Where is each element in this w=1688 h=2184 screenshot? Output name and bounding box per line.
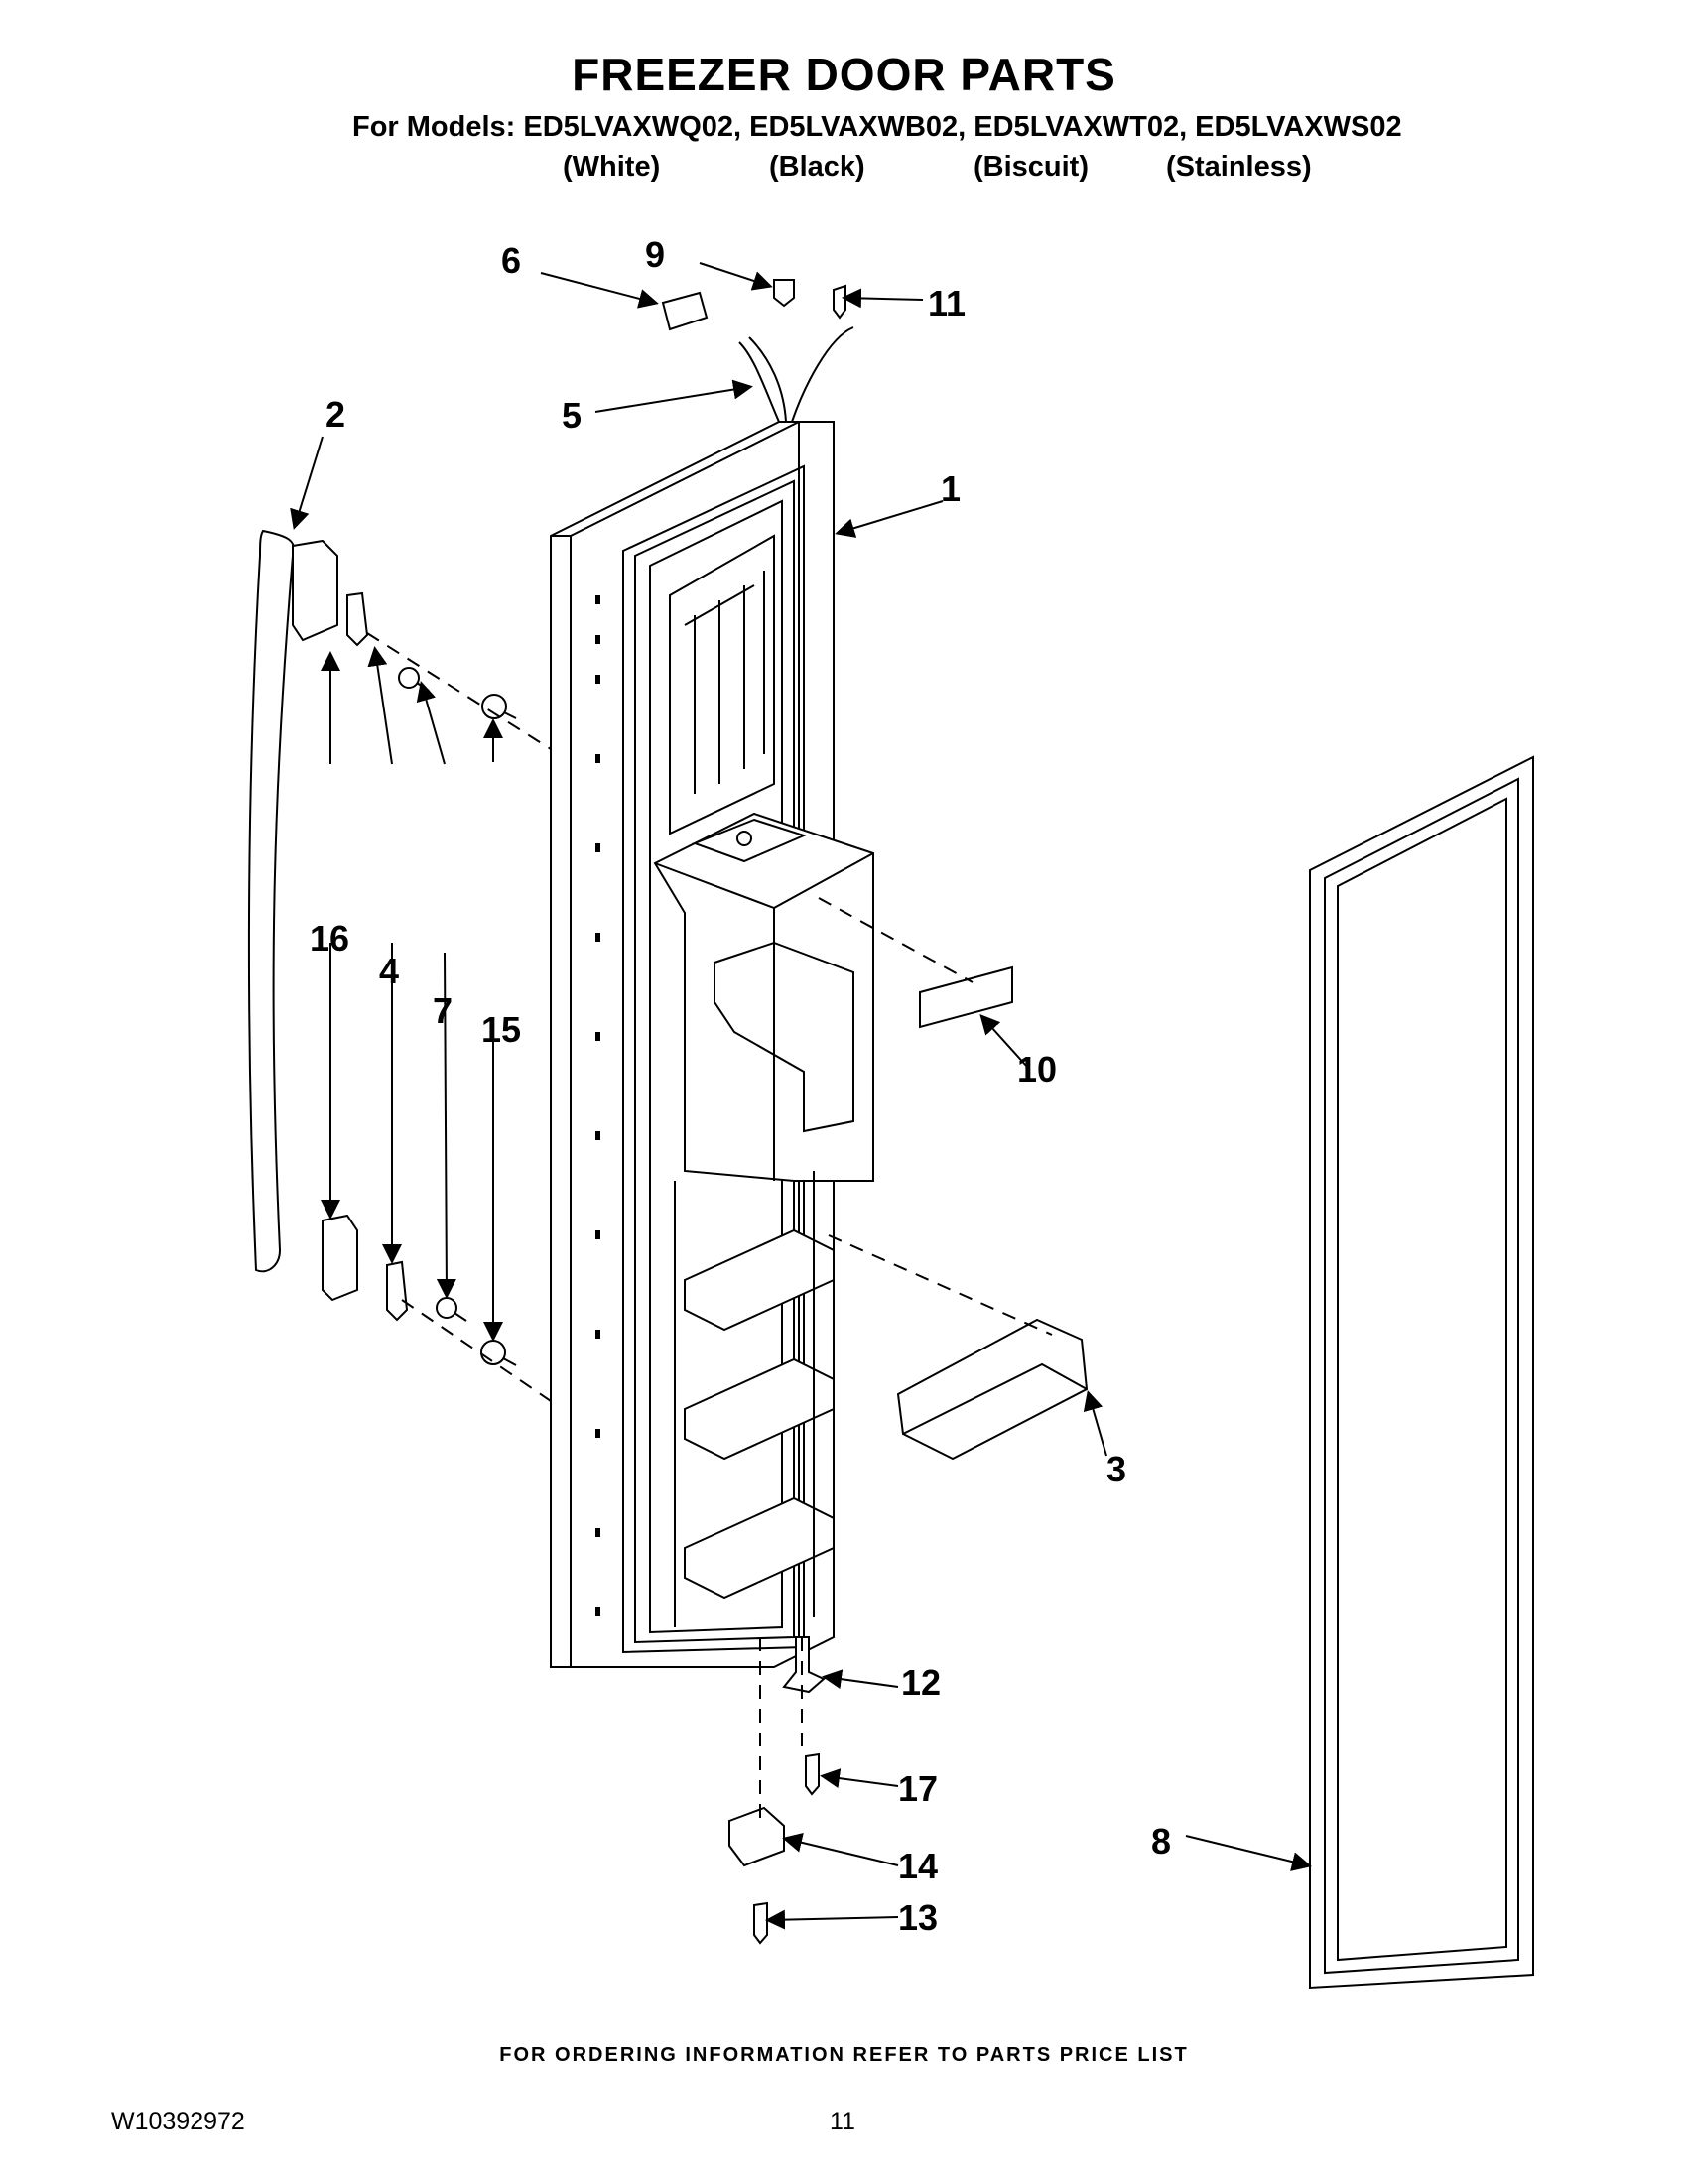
trim-strip [920,967,1012,1027]
callout-9: 9 [645,234,666,275]
hinge-bolt [754,1903,767,1943]
wire-harness [739,327,853,422]
variant-biscuit: (Biscuit) [974,151,1089,183]
document-number: W10392972 [111,2108,245,2135]
ordering-note: FOR ORDERING INFORMATION REFER TO PARTS … [499,2044,1189,2066]
hinge [729,1808,784,1865]
hinge-screw [806,1754,819,1794]
callout-10: 10 [1017,1049,1058,1090]
page-number: 11 [830,2108,855,2135]
mounting-stud-bottom [481,1341,516,1365]
callout-12: 12 [901,1662,942,1703]
plug [774,280,794,306]
door-gasket [1310,757,1533,1988]
callout-3: 3 [1106,1449,1127,1489]
variant-stainless: (Stainless) [1166,151,1312,183]
callout-11: 11 [928,283,967,323]
callout-13: 13 [898,1897,939,1938]
callout-4: 4 [379,951,400,991]
variant-white: (White) [563,151,661,183]
callout-17: 17 [898,1768,939,1809]
door-handle [249,531,294,1271]
handle-end-cap-top [293,541,337,640]
callout-6: 6 [501,240,522,281]
callout-7: 7 [433,990,454,1031]
handle-end-cap-bottom [323,1216,357,1300]
callout-1: 1 [941,468,962,509]
callout-5: 5 [562,395,583,436]
page-title: FREEZER DOOR PARTS [572,49,1116,100]
handle-screw-top [399,668,429,691]
callout-15: 15 [481,1009,522,1050]
handle-screw-bottom [437,1298,466,1321]
models-line: For Models: ED5LVAXWQ02, ED5LVAXWB02, ED… [352,111,1402,143]
hinge-pin [784,1637,824,1692]
freezer-door [551,422,873,1667]
callout-8: 8 [1151,1821,1172,1862]
ground-screw [834,286,845,318]
handle-bracket-top [347,593,367,645]
callout-16: 16 [310,918,350,959]
mounting-stud-top [482,695,516,718]
callout-14: 14 [898,1846,939,1886]
wire-connector [663,293,707,329]
callout-2: 2 [325,394,346,435]
variant-black: (Black) [769,151,865,183]
handle-bracket-bottom [387,1262,407,1320]
